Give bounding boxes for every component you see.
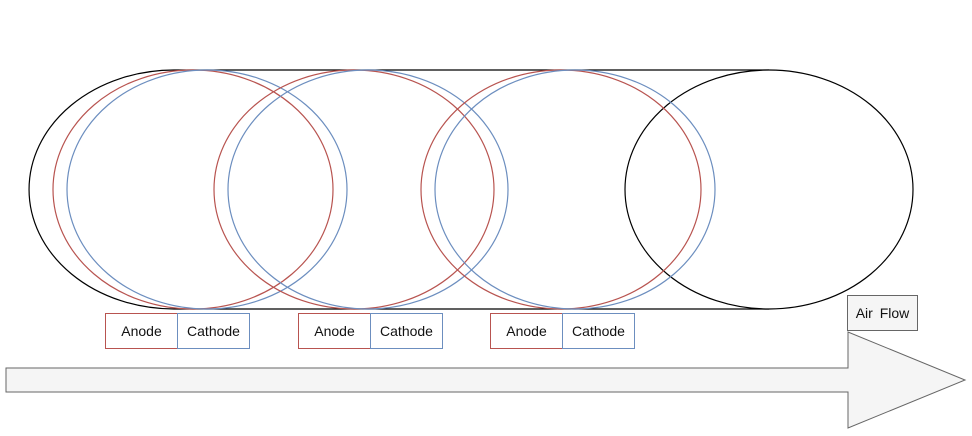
air-flow-label: Air Flow [847,295,918,331]
cathode-plate-3 [434,69,716,310]
cathode-plate-2 [227,69,509,310]
cathode-label-3: Cathode [562,313,635,349]
air-flow-arrow [5,331,967,429]
anode-label-1: Anode [105,313,178,349]
anode-plate-1 [52,69,334,310]
cathode-label-2: Cathode [370,313,443,349]
cathode-plate-1 [66,69,348,310]
anode-plate-2 [213,69,495,310]
cylinder-body [28,69,769,310]
anode-label-2: Anode [298,313,371,349]
cathode-label-1: Cathode [177,313,250,349]
cylinder-end-cap [624,69,914,310]
anode-label-3: Anode [490,313,563,349]
